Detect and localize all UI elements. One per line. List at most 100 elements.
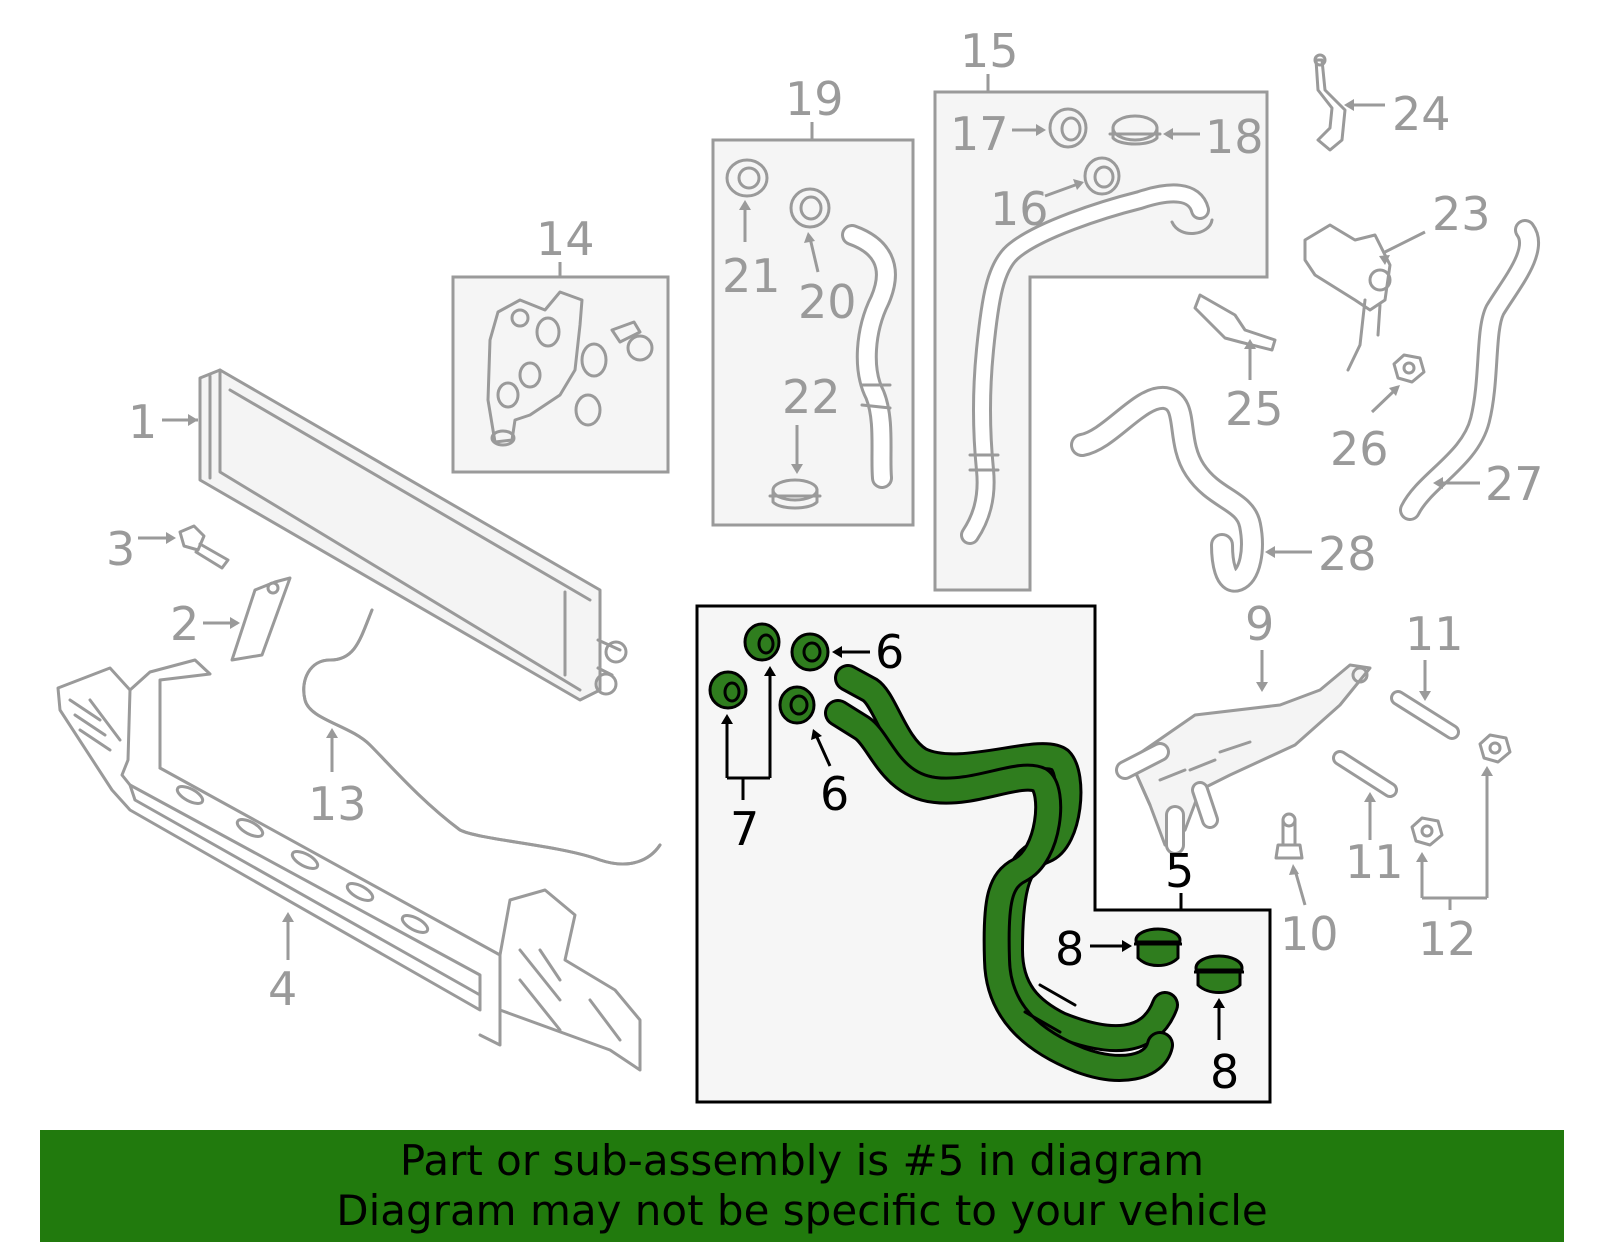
callout-4: 4	[268, 962, 297, 1016]
arrow-6-lower	[811, 729, 822, 740]
arrow-11-upper	[1419, 691, 1431, 701]
callout-14: 14	[536, 212, 595, 266]
banner-line-2: Diagram may not be specific to your vehi…	[336, 1186, 1268, 1235]
part-12-nut-lower[interactable]	[1410, 816, 1444, 847]
part-7-seal-upper[interactable]	[743, 622, 781, 662]
arrow-25	[1244, 339, 1256, 349]
leader-7	[725, 672, 772, 800]
callout-26: 26	[1330, 422, 1389, 476]
callout-19: 19	[785, 72, 844, 126]
arrow-21	[739, 200, 751, 210]
part-18-clamp[interactable]	[1108, 114, 1162, 146]
arrow-11-lower	[1364, 792, 1376, 802]
part-4-support[interactable]	[56, 658, 642, 1072]
callout-25: 25	[1225, 382, 1284, 436]
box-14	[451, 275, 670, 474]
part-7-seal-lower[interactable]	[708, 670, 748, 710]
arrow-8-left	[1122, 940, 1132, 952]
arrow-3	[166, 532, 176, 544]
callout-13: 13	[308, 777, 367, 831]
callout-5: 5	[1165, 844, 1194, 898]
callout-27: 27	[1485, 457, 1544, 511]
part-1-cooler[interactable]	[198, 368, 628, 702]
callout-7: 7	[730, 802, 759, 856]
arrow-27	[1433, 477, 1443, 489]
callout-3: 3	[106, 522, 135, 576]
part-11-pin-lower[interactable]	[1332, 750, 1398, 798]
arrow-28	[1265, 546, 1275, 558]
arrow-13	[326, 728, 338, 738]
callout-6-lower: 6	[820, 767, 849, 821]
callout-2: 2	[170, 597, 199, 651]
part-8-clamp-right[interactable]	[1194, 954, 1244, 994]
part-3-bolt[interactable]	[178, 524, 230, 570]
part-9-cooler[interactable]	[1115, 663, 1372, 855]
part-8-clamp-left[interactable]	[1134, 927, 1182, 967]
part-5-tube-assembly[interactable]	[824, 664, 1179, 1082]
part-21-seal[interactable]	[725, 158, 769, 198]
leader-10	[1293, 869, 1307, 906]
leader-26	[1370, 388, 1397, 414]
arrow-17	[1036, 124, 1046, 136]
part-15-tube[interactable]	[960, 183, 1214, 545]
callout-8-left: 8	[1055, 922, 1084, 976]
part-20-seal[interactable]	[789, 187, 831, 229]
arrow-26	[1389, 385, 1400, 396]
arrow-7-lower	[721, 714, 733, 724]
callout-8-right: 8	[1210, 1045, 1239, 1099]
arrow-9	[1256, 682, 1268, 692]
part-6-seal-lower[interactable]	[778, 685, 816, 725]
arrow-2	[230, 617, 240, 629]
callout-6-upper: 6	[875, 625, 904, 679]
arrow-22	[791, 464, 803, 474]
part-12-nut-upper[interactable]	[1478, 733, 1512, 764]
part-16-seal[interactable]	[1083, 156, 1121, 196]
arrow-7-upper	[764, 666, 776, 676]
arrow-20	[804, 232, 815, 243]
arrow-10	[1289, 864, 1299, 875]
arrow-1	[188, 414, 198, 426]
arrow-12-lower	[1416, 852, 1428, 862]
part-10-bolt[interactable]	[1274, 812, 1304, 860]
arrow-8-right	[1213, 998, 1225, 1008]
arrow-4	[282, 912, 294, 922]
callout-23: 23	[1432, 187, 1491, 241]
part-23-valve[interactable]	[1303, 223, 1392, 372]
callout-20: 20	[798, 275, 857, 329]
arrow-18	[1163, 128, 1173, 140]
part-25-sensor[interactable]	[1193, 293, 1277, 352]
part-28-hose[interactable]	[1070, 386, 1264, 593]
part-27-hose[interactable]	[1399, 219, 1541, 521]
part-17-seal[interactable]	[1048, 107, 1088, 149]
arrow-23	[1379, 255, 1390, 265]
leader-6-lower	[814, 734, 832, 767]
part-20-hose[interactable]	[841, 224, 897, 489]
callout-12: 12	[1418, 912, 1477, 966]
callout-9: 9	[1245, 597, 1274, 651]
leader-20	[808, 237, 820, 273]
callout-1: 1	[128, 395, 157, 449]
part-14-housing[interactable]	[486, 290, 654, 447]
callout-10: 10	[1280, 907, 1339, 961]
info-banner: Part or sub-assembly is #5 in diagram Di…	[40, 1130, 1564, 1242]
leader-16	[1044, 182, 1079, 198]
banner-line-1: Part or sub-assembly is #5 in diagram	[399, 1136, 1205, 1185]
part-24-bracket[interactable]	[1313, 53, 1347, 152]
arrow-12-upper	[1481, 766, 1493, 776]
part-6-seal-upper[interactable]	[790, 632, 830, 672]
part-13-hose[interactable]	[302, 608, 662, 866]
callout-18: 18	[1205, 110, 1264, 164]
arrow-24	[1344, 99, 1354, 111]
callout-21: 21	[722, 249, 781, 303]
part-22-clamp[interactable]	[768, 478, 822, 510]
callout-11-lower: 11	[1345, 835, 1404, 889]
leader-12	[1420, 772, 1489, 910]
part-11-pin-upper[interactable]	[1390, 690, 1460, 740]
callout-28: 28	[1318, 527, 1377, 581]
part-26-nut[interactable]	[1392, 353, 1426, 384]
arrow-16	[1073, 179, 1084, 190]
box-15	[933, 90, 1269, 592]
part-2-bracket[interactable]	[230, 576, 292, 662]
